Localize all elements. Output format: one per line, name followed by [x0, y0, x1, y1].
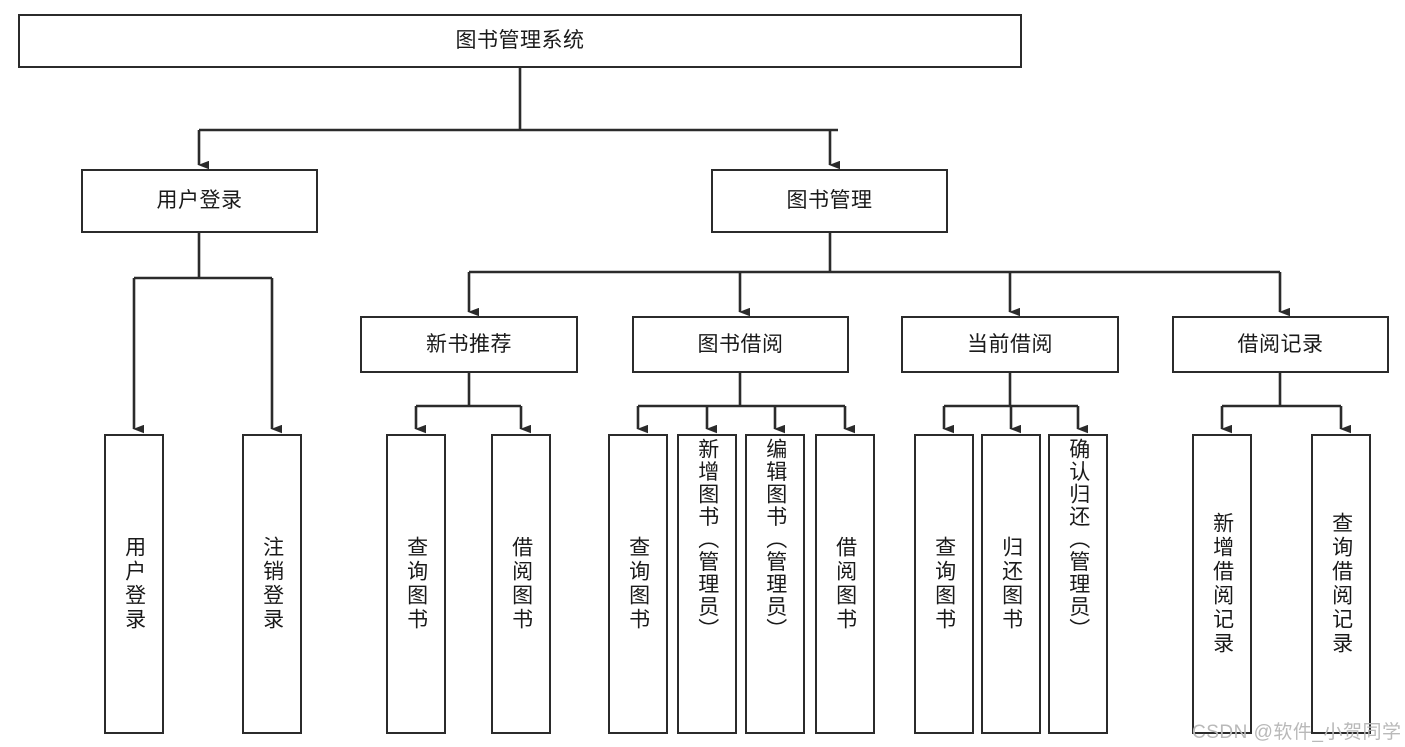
node-user-login[interactable]: 用户登录 — [81, 169, 318, 233]
node-book-borrow[interactable]: 图书借阅 — [632, 316, 849, 373]
node-leaf-borrow-book-1[interactable]: 借阅图书 — [491, 434, 551, 734]
node-leaf-edit-book[interactable]: 编辑图书（管理员） — [745, 434, 805, 734]
node-label: 查询图书 — [932, 536, 956, 632]
node-current-borrow[interactable]: 当前借阅 — [901, 316, 1119, 373]
node-label: 查询借阅记录 — [1329, 512, 1353, 656]
node-book-management[interactable]: 图书管理 — [711, 169, 948, 233]
node-label: 归还图书 — [999, 536, 1023, 632]
node-label: 新增借阅记录 — [1210, 512, 1234, 656]
node-label: 借阅图书 — [833, 536, 857, 632]
node-leaf-confirm-return[interactable]: 确认归还（管理员） — [1048, 434, 1108, 734]
node-label: 新书推荐 — [426, 332, 512, 356]
node-leaf-return-book[interactable]: 归还图书 — [981, 434, 1041, 734]
node-label: 用户登录 — [156, 189, 243, 213]
node-label: 确认归还（管理员） — [1066, 438, 1090, 641]
node-leaf-query-book-3[interactable]: 查询图书 — [914, 434, 974, 734]
node-label: 编辑图书（管理员） — [763, 438, 787, 641]
node-label: 注销登录 — [260, 536, 284, 632]
node-label: 当前借阅 — [967, 332, 1053, 356]
node-root-system[interactable]: 图书管理系统 — [18, 14, 1022, 68]
node-label: 查询图书 — [404, 536, 428, 632]
node-leaf-query-record[interactable]: 查询借阅记录 — [1311, 434, 1371, 734]
node-label: 用户登录 — [122, 536, 146, 632]
node-leaf-add-record[interactable]: 新增借阅记录 — [1192, 434, 1252, 734]
node-label: 图书管理系统 — [455, 29, 585, 53]
node-label: 借阅图书 — [509, 536, 533, 632]
node-label: 借阅记录 — [1237, 332, 1324, 356]
node-leaf-user-login[interactable]: 用户登录 — [104, 434, 164, 734]
node-new-book-recommend[interactable]: 新书推荐 — [360, 316, 578, 373]
node-leaf-query-book-1[interactable]: 查询图书 — [386, 434, 446, 734]
node-leaf-borrow-book-2[interactable]: 借阅图书 — [815, 434, 875, 734]
node-leaf-query-book-2[interactable]: 查询图书 — [608, 434, 668, 734]
node-label: 新增图书（管理员） — [695, 438, 719, 641]
node-leaf-add-book[interactable]: 新增图书（管理员） — [677, 434, 737, 734]
node-label: 图书管理 — [786, 189, 873, 213]
node-label: 查询图书 — [626, 536, 650, 632]
node-borrow-record[interactable]: 借阅记录 — [1172, 316, 1389, 373]
node-leaf-user-logout[interactable]: 注销登录 — [242, 434, 302, 734]
node-label: 图书借阅 — [697, 332, 784, 356]
